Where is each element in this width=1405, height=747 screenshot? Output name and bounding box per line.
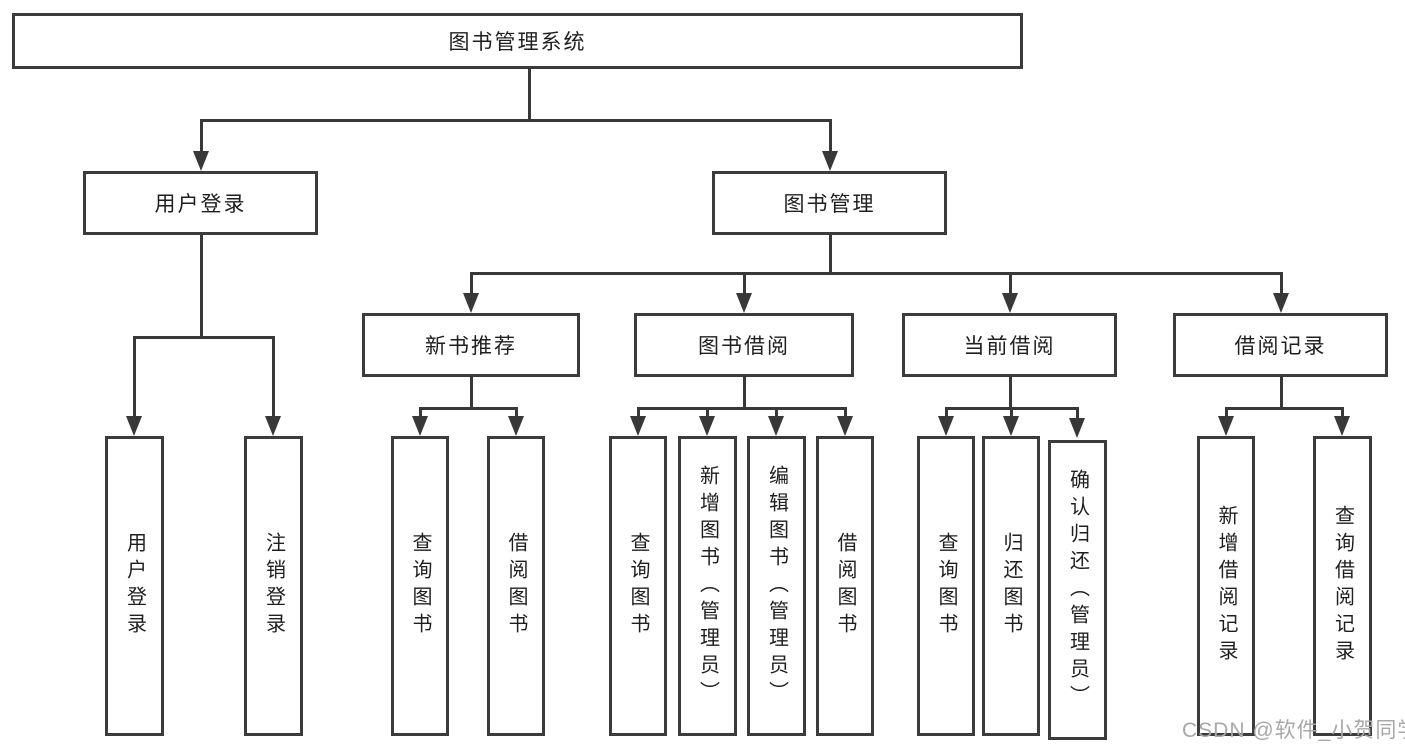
arrow-down-icon: [1273, 293, 1289, 313]
arrow-down-icon: [822, 151, 838, 171]
connector-book-borrow-bus: [637, 407, 847, 410]
arrow-down-icon: [1334, 416, 1350, 436]
leaf-borrow-query-book-label: 查询图书: [627, 532, 649, 640]
node-book-borrow: 图书借阅: [634, 313, 854, 377]
node-root-label: 图书管理系统: [448, 31, 587, 54]
watermark: CSDN @软件_小贺同学: [1182, 719, 1405, 742]
node-user-login-label: 用户登录: [154, 193, 247, 216]
leaf-recommend-query-book-label: 查询图书: [409, 532, 431, 640]
leaf-logout: 注销登录: [244, 436, 303, 736]
node-current-borrow-label: 当前借阅: [963, 335, 1056, 358]
node-book-management-label: 图书管理: [783, 193, 876, 216]
leaf-recommend-borrow-book-label: 借阅图书: [505, 532, 527, 640]
leaf-confirm-return-admin-label: 确认归还（管理员）: [1066, 468, 1089, 712]
connector-recommend-bus: [419, 407, 518, 410]
connector-arm: [1341, 407, 1344, 418]
leaf-edit-book-admin: 编辑图书（管理员）: [747, 436, 806, 736]
node-book-borrow-label: 图书借阅: [698, 335, 790, 358]
arrow-down-icon: [265, 416, 281, 436]
arrow-down-icon: [1069, 418, 1085, 438]
connector-arm: [775, 407, 778, 418]
connector-to-leaf-logout: [272, 336, 275, 418]
node-borrow-record: 借阅记录: [1173, 313, 1388, 377]
leaf-query-borrow-record: 查询借阅记录: [1313, 436, 1372, 736]
node-new-book-recommend-label: 新书推荐: [425, 335, 517, 358]
connector-arm: [1010, 407, 1013, 418]
connector-level2-bus: [200, 119, 832, 122]
leaf-add-book-admin: 新增图书（管理员）: [678, 436, 737, 736]
connector-to-new-book-recommend: [470, 272, 473, 295]
leaf-borrow-book-label: 借阅图书: [834, 532, 856, 640]
connector-recommend-stem: [470, 376, 473, 410]
connector-to-borrow-record: [1280, 272, 1283, 295]
arrow-down-icon: [1002, 293, 1018, 313]
connector-arm: [1225, 407, 1228, 418]
connector-arm: [515, 407, 518, 418]
leaf-borrow-query-book: 查询图书: [609, 436, 667, 736]
node-current-borrow: 当前借阅: [902, 313, 1117, 377]
leaf-current-query-book-label: 查询图书: [935, 532, 957, 640]
leaf-return-book: 归还图书: [982, 436, 1040, 736]
arrow-down-icon: [412, 416, 428, 436]
connector-level3-bus: [470, 272, 1282, 275]
connector-to-leaf-user-login: [133, 336, 136, 418]
arrow-down-icon: [768, 416, 784, 436]
leaf-add-borrow-record: 新增借阅记录: [1197, 436, 1255, 736]
connector-book-management-stem: [829, 233, 832, 275]
connector-borrow-record-bus: [1225, 407, 1343, 410]
connector-arm: [706, 407, 709, 418]
node-user-login: 用户登录: [83, 171, 318, 235]
connector-arm: [1076, 407, 1079, 418]
arrow-down-icon: [837, 416, 853, 436]
leaf-query-borrow-record-label: 查询借阅记录: [1331, 505, 1354, 667]
leaf-user-login: 用户登录: [105, 436, 164, 736]
connector-arm: [844, 407, 847, 418]
leaf-add-borrow-record-label: 新增借阅记录: [1215, 505, 1237, 667]
leaf-current-query-book: 查询图书: [917, 436, 975, 736]
connector-current-borrow-stem: [1009, 376, 1012, 410]
arrow-down-icon: [508, 416, 524, 436]
leaf-recommend-query-book: 查询图书: [391, 436, 449, 736]
node-new-book-recommend: 新书推荐: [362, 313, 580, 377]
arrow-down-icon: [630, 416, 646, 436]
arrow-down-icon: [1218, 416, 1234, 436]
node-book-management: 图书管理: [712, 171, 947, 235]
connector-to-book-management: [829, 119, 832, 153]
connector-arm: [419, 407, 422, 418]
leaf-add-book-admin-label: 新增图书（管理员）: [696, 464, 719, 708]
arrow-down-icon: [699, 416, 715, 436]
leaf-edit-book-admin-label: 编辑图书（管理员）: [765, 464, 788, 708]
connector-to-current-borrow: [1009, 272, 1012, 295]
arrow-down-icon: [938, 416, 954, 436]
leaf-confirm-return-admin: 确认归还（管理员）: [1048, 440, 1107, 740]
leaf-logout-label: 注销登录: [262, 532, 285, 640]
connector-to-book-borrow: [743, 272, 746, 295]
connector-book-borrow-stem: [743, 376, 746, 410]
leaf-user-login-label: 用户登录: [123, 532, 146, 640]
connector-arm: [637, 407, 640, 418]
arrow-down-icon: [736, 293, 752, 313]
connector-arm: [945, 407, 948, 418]
arrow-down-icon: [126, 416, 142, 436]
node-borrow-record-label: 借阅记录: [1234, 335, 1327, 358]
leaf-recommend-borrow-book: 借阅图书: [487, 436, 545, 736]
connector-borrow-record-stem: [1280, 376, 1283, 410]
arrow-down-icon: [193, 151, 209, 171]
connector-user-login-stem: [200, 233, 203, 339]
node-root-system: 图书管理系统: [12, 13, 1023, 69]
leaf-return-book-label: 归还图书: [1000, 532, 1022, 640]
connector-user-login-bus: [133, 336, 275, 339]
connector-to-user-login: [200, 119, 203, 153]
arrow-down-icon: [1003, 416, 1019, 436]
connector-root-stem: [528, 69, 531, 122]
leaf-borrow-book: 借阅图书: [816, 436, 874, 736]
arrow-down-icon: [463, 293, 479, 313]
